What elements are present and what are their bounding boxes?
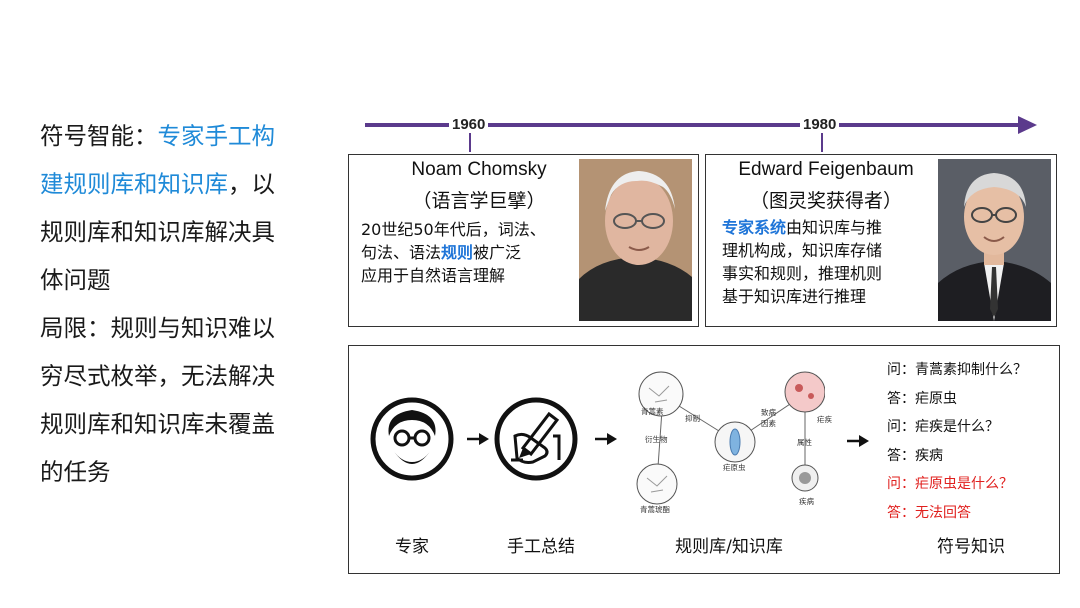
arrow-right-icon	[595, 432, 617, 446]
step-label-symbolic: 符号知识	[921, 532, 1021, 557]
hand-writing-icon	[493, 396, 579, 482]
year-1980: 1980	[800, 116, 839, 133]
person-description: 专家系统由知识库与推 理机构成，知识库存储 事实和规则，推理机则 基于知识库进行…	[722, 216, 932, 308]
qa-answer: 答：无法回答	[887, 499, 1027, 528]
chomsky-portrait	[579, 159, 692, 321]
left-text-block: 符号智能：专家手工构 建规则库和知识库，以 规则库和知识库解决具 体问题 局限：…	[40, 112, 330, 496]
person-role: （图灵奖获得者）	[716, 186, 936, 213]
step-label-kb: 规则库/知识库	[649, 532, 809, 557]
person-name: Edward Feigenbaum	[716, 159, 936, 181]
kg-node-artesunate	[637, 464, 677, 504]
year-1960: 1960	[449, 116, 488, 133]
step-label-manual: 手工总结	[491, 532, 591, 557]
qa-question: 问：青蒿素抑制什么？	[887, 356, 1027, 385]
qa-answer: 答：疾病	[887, 442, 1027, 471]
arrow-right-icon	[847, 434, 869, 448]
chomsky-card: Noam Chomsky （语言学巨擘） 20世纪50年代后，词法、 句法、语法…	[348, 154, 699, 327]
feigenbaum-portrait	[938, 159, 1051, 321]
qa-answer: 答：疟原虫	[887, 385, 1027, 414]
person-role: （语言学巨擘）	[379, 186, 579, 213]
qa-list: 问：青蒿素抑制什么？ 答：疟原虫 问：疟疾是什么？ 答：疾病 问：疟原虫是什么？…	[887, 356, 1027, 527]
text-line-2: 建规则库和知识库，以	[40, 160, 330, 208]
text-line-3: 规则库和知识库解决具	[40, 208, 330, 256]
step-label-expert: 专家	[372, 532, 452, 557]
text-line-7: 规则库和知识库未覆盖	[40, 400, 330, 448]
text-line-8: 的任务	[40, 448, 330, 496]
kg-node-malaria	[785, 372, 825, 412]
person-name: Noam Chomsky	[379, 159, 579, 181]
feigenbaum-card: Edward Feigenbaum （图灵奖获得者） 专家系统由知识库与推 理机…	[705, 154, 1057, 327]
highlight-text: 建规则库和知识库	[40, 170, 228, 198]
text-line-4: 体问题	[40, 256, 330, 304]
qa-question: 问：疟原虫是什么？	[887, 470, 1027, 499]
timeline-arrowhead-icon	[1018, 116, 1037, 134]
expert-face-icon	[369, 396, 455, 482]
process-diagram: 青蒿素 疟原虫 疟疾 疾病 青蒿琥酯 抑制 衍生物 致病 因素 属性 问：青蒿素…	[348, 345, 1060, 574]
timeline	[0, 0, 1080, 160]
qa-question: 问：疟疾是什么？	[887, 413, 1027, 442]
text-line-5: 局限：规则与知识难以	[40, 304, 330, 352]
arrow-right-icon	[467, 432, 489, 446]
text-line-6: 穷尽式枚举，无法解决	[40, 352, 330, 400]
person-description: 20世纪50年代后，词法、 句法、语法规则被广泛 应用于自然语言理解	[361, 218, 593, 287]
